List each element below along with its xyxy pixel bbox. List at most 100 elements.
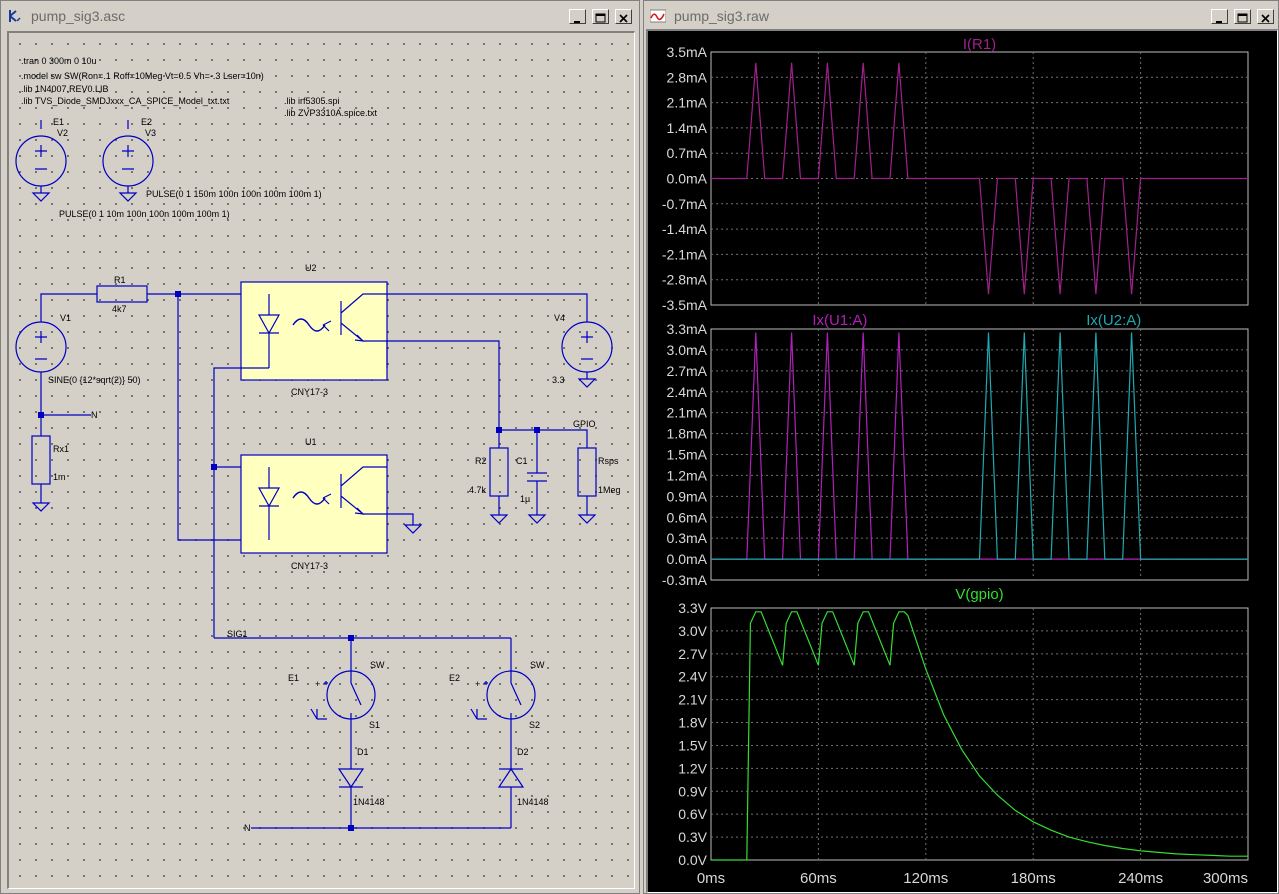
d2-label: D2 [517,747,529,757]
close-icon [1261,14,1270,23]
trace-legend-label[interactable]: Ix(U1:A) [812,312,867,329]
y-tick-label: -3.5mA [662,297,708,313]
lib-directive-3[interactable]: .lib irf5305.spi [284,96,340,106]
v3-label: V3 [145,128,156,138]
waveform-plot[interactable]: 3.5mA2.8mA2.1mA1.4mA0.7mA0.0mA-0.7mA-1.4… [648,31,1278,893]
v1-source[interactable] [15,321,67,373]
maximize-button[interactable] [1234,9,1251,24]
r2-resistor[interactable] [489,447,509,497]
v4-label: V4 [554,313,565,323]
s2-label: S2 [529,720,540,730]
plot-pane-1[interactable]: 3.5mA2.8mA2.1mA1.4mA0.7mA0.0mA-0.7mA-1.4… [662,36,1249,313]
y-tick-label: 0.9mA [667,488,708,504]
close-button[interactable] [1257,9,1274,24]
y-tick-label: 0.9V [678,783,707,799]
r2-ground-icon [489,496,509,524]
schematic-titlebar[interactable]: pump_sig3.asc [3,3,637,29]
y-tick-label: 1.4mA [667,120,708,136]
rx1-ground-icon [31,484,51,512]
plot-pane-2[interactable]: 3.3mA3.0mA2.7mA2.4mA2.1mA1.8mA1.5mA1.2mA… [662,312,1249,588]
trace-title[interactable]: V(gpio) [955,586,1003,603]
wire-gpio [387,340,588,448]
x-tick-label: 60ms [800,870,837,887]
d1-label: D1 [357,747,369,757]
d2-diode[interactable] [497,719,525,828]
v4-source[interactable] [561,321,613,388]
rx1-value: 1m [53,472,66,482]
wire-u2-sig1 [213,367,241,638]
v4-value: 3.3 [552,375,565,385]
y-tick-label: -2.8mA [662,272,708,288]
plot-pane-3[interactable]: 3.3V3.0V2.7V2.4V2.1V1.8V1.5V1.2V0.9V0.6V… [678,586,1249,868]
e2-node-label: E2 [141,117,152,127]
tran-directive[interactable]: .tran 0 300m 0 10u [21,56,97,66]
lib-directive-2[interactable]: .lib TVS_Diode_SMDJxxx_CA_SPICE_Model_tx… [21,96,230,106]
waveform-title: pump_sig3.raw [674,8,769,24]
r2-label: R2 [475,456,487,466]
c1-value: 1µ [520,494,530,504]
rx1-resistor[interactable] [31,435,51,485]
v2-source[interactable] [15,120,67,202]
minimize-icon [1216,21,1222,23]
schematic-window[interactable]: pump_sig3.asc .tran 0 300m 0 10u .model … [0,0,640,894]
minimize-button[interactable] [1211,9,1228,24]
y-tick-label: 1.5mA [667,447,708,463]
trace-v-gpio-[interactable] [711,611,1248,861]
y-tick-label: 3.5mA [667,44,708,60]
x-tick-label: 300ms [1203,870,1248,887]
trace-ix-u1-a-[interactable] [711,332,1248,560]
r1-resistor[interactable] [96,285,148,303]
u2-optocoupler[interactable] [240,281,388,381]
schematic-drawing[interactable]: .tran 0 300m 0 10u .model sw SW(Ron=.1 R… [7,31,629,861]
u1-label: U1 [305,437,317,447]
s2-switch[interactable] [470,670,536,720]
e1-node-label: E1 [53,117,64,127]
y-tick-label: 3.3mA [667,321,708,337]
rx1-label: Rx1 [53,444,69,454]
y-tick-label: 2.7V [678,646,707,662]
schematic-title: pump_sig3.asc [31,8,126,24]
rsps-value: 1Meg [598,485,621,495]
y-tick-label: 2.8mA [667,69,708,85]
x-tick-label: 240ms [1118,870,1163,887]
trace-ix-u2-a-[interactable] [711,332,1248,560]
v2-label: V2 [57,128,68,138]
s1-ctrl-label: E1 [288,673,299,683]
s1-switch[interactable] [310,670,376,720]
trace-legend-label[interactable]: Ix(U2:A) [1086,312,1141,329]
y-tick-label: 1.2V [678,760,707,776]
trace-i-r1-[interactable] [711,62,1248,295]
minimize-button[interactable] [569,9,586,24]
u1-model: CNY17-3 [291,561,328,571]
y-tick-label: 2.4V [678,669,707,685]
ltspice-schematic-icon [9,10,21,22]
rsps-label: Rsps [598,456,619,466]
u1-optocoupler[interactable] [240,454,423,554]
maximize-icon [595,13,606,23]
model-directive[interactable]: .model sw SW(Ron=.1 Roff=10Meg Vt=0.5 Vh… [21,71,264,81]
close-button[interactable] [615,9,632,24]
waveform-titlebar[interactable]: pump_sig3.raw [646,3,1276,29]
lib-directive-4[interactable]: .lib ZVP3310A.spice.txt [284,108,378,118]
lib-directive-1[interactable]: .lib 1N4007.REV0.LIB [21,84,109,94]
y-tick-label: 2.1mA [667,405,708,421]
y-tick-label: 0.0V [678,852,707,868]
c1-capacitor[interactable] [527,430,547,524]
y-tick-label: 0.6V [678,806,707,822]
trace-title[interactable]: I(R1) [963,36,996,53]
y-tick-label: 2.1V [678,692,707,708]
y-tick-label: 2.4mA [667,384,708,400]
d1-diode[interactable] [337,719,365,828]
y-tick-label: -1.4mA [662,221,708,237]
y-tick-label: 1.8V [678,715,707,731]
rsps-resistor[interactable] [577,447,597,497]
y-tick-label: 3.0mA [667,342,708,358]
wire-v1-r1 [40,293,97,322]
maximize-button[interactable] [592,9,609,24]
y-tick-label: 0.6mA [667,509,708,525]
v3-source[interactable] [102,120,154,202]
schematic-canvas[interactable]: .tran 0 300m 0 10u .model sw SW(Ron=.1 R… [7,31,635,889]
u2-model: CNY17-3 [291,387,328,397]
